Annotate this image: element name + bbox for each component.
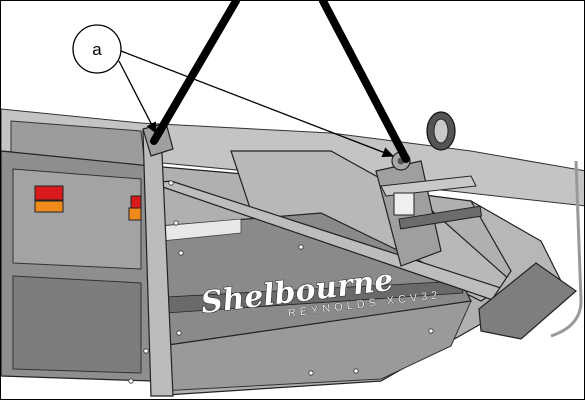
reel-light-lens (433, 118, 449, 144)
rear-light-amber-left (34, 200, 64, 213)
bolts (128, 180, 434, 384)
lifting-strap-right (319, 1, 410, 163)
rear-light-red-left (34, 185, 64, 201)
lifting-strap-left (150, 1, 240, 145)
rear-light-red-right (130, 195, 142, 209)
callout-leader-right (120, 50, 395, 158)
callout-circle (72, 24, 122, 74)
skid-shoe (478, 262, 577, 340)
hitch-arm (380, 175, 477, 197)
skid-bar (550, 160, 583, 338)
callout-label: a (92, 40, 102, 59)
left-end-panel-lower (12, 275, 142, 374)
callout-leader-left (118, 60, 157, 135)
rear-light-amber-right (128, 207, 142, 221)
left-end-panel-upper (12, 168, 142, 270)
hydraulic-cylinder (398, 205, 483, 230)
decal-label (393, 192, 415, 216)
